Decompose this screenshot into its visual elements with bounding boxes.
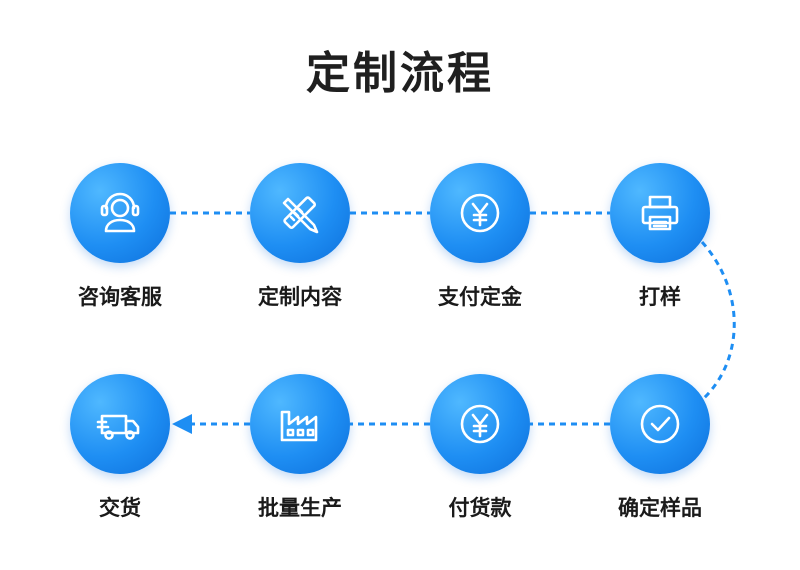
factory-icon (280, 410, 318, 442)
printer-icon (641, 195, 679, 231)
yuan-coin-icon (460, 404, 500, 444)
arrow-head (172, 414, 192, 434)
step-label-8: 交货 (99, 496, 141, 520)
step-node-8 (70, 374, 170, 474)
pencil-ruler-icon (282, 196, 319, 234)
step-node-2 (250, 163, 350, 263)
step-node-3 (430, 163, 530, 263)
step-node-4 (610, 163, 710, 263)
yuan-coin-icon (460, 193, 500, 233)
step-node-6 (430, 374, 530, 474)
step-label-3: 支付定金 (438, 285, 522, 309)
step-label-6: 付货款 (448, 496, 512, 520)
connector-4-5 (700, 240, 736, 402)
step-label-4: 打样 (639, 285, 681, 309)
delivery-truck-icon (96, 414, 140, 440)
step-label-2: 定制内容 (258, 285, 342, 309)
step-label-7: 批量生产 (258, 496, 342, 520)
page-title: 定制流程 (306, 48, 494, 99)
step-node-5 (610, 374, 710, 474)
checkmark-circle-icon (640, 404, 680, 444)
step-label-5: 确定样品 (618, 496, 702, 520)
step-node-1 (70, 163, 170, 263)
step-node-7 (250, 374, 350, 474)
step-label-1: 咨询客服 (78, 285, 162, 309)
headset-icon (100, 192, 140, 233)
